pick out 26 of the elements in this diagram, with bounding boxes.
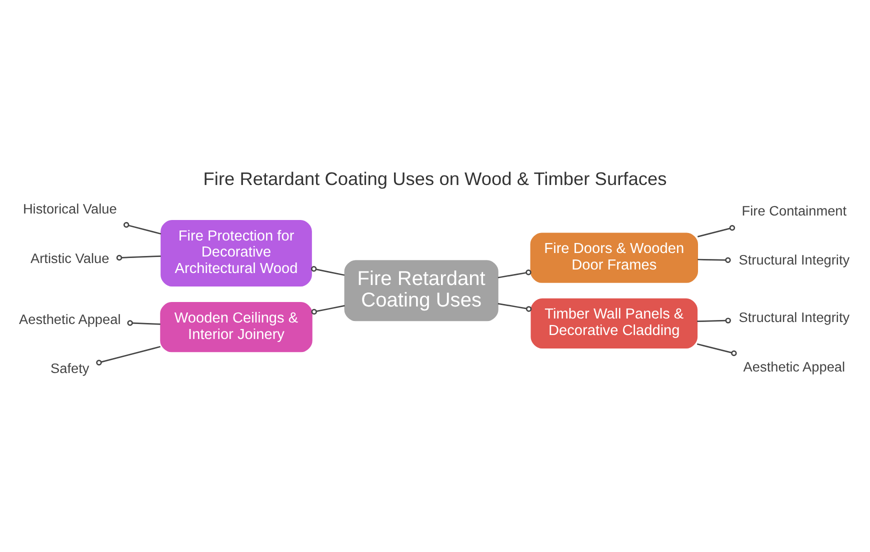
node-text: Structural Integrity	[738, 252, 850, 268]
node-text: Aesthetic Appeal	[19, 311, 121, 326]
connector	[116, 254, 161, 260]
connector	[498, 269, 532, 278]
connector	[498, 302, 532, 312]
connector	[96, 345, 161, 365]
node-text: Structural Integrity	[738, 310, 850, 325]
diagram-title: Fire Retardant Coating Uses on Wood & Timber Surfaces	[203, 167, 667, 188]
connector	[697, 317, 731, 323]
node-text: Aesthetic Appeal	[743, 358, 846, 374]
connector	[127, 320, 160, 326]
node-text: Safety	[50, 360, 90, 376]
node-text: Historical Value	[22, 201, 117, 216]
connector	[696, 342, 737, 356]
connector	[310, 266, 345, 276]
connector	[123, 222, 162, 234]
connector	[698, 256, 731, 262]
node-text: Artistic Value	[30, 250, 110, 266]
node-text: Fire Containment	[742, 202, 847, 218]
node-box: Fire Doors & Wooden Door Frames	[530, 232, 698, 282]
connector	[697, 224, 736, 237]
node-box: Fire Retardant Coating Uses	[344, 260, 498, 321]
node-box: Fire Protection for Decorative Architectural Wood	[160, 219, 312, 286]
connector	[311, 304, 345, 314]
node-box: Wooden Ceilings & Interior Joinery	[160, 302, 312, 352]
node-box: Timber Wall Panels & Decorative Cladding	[530, 298, 698, 348]
